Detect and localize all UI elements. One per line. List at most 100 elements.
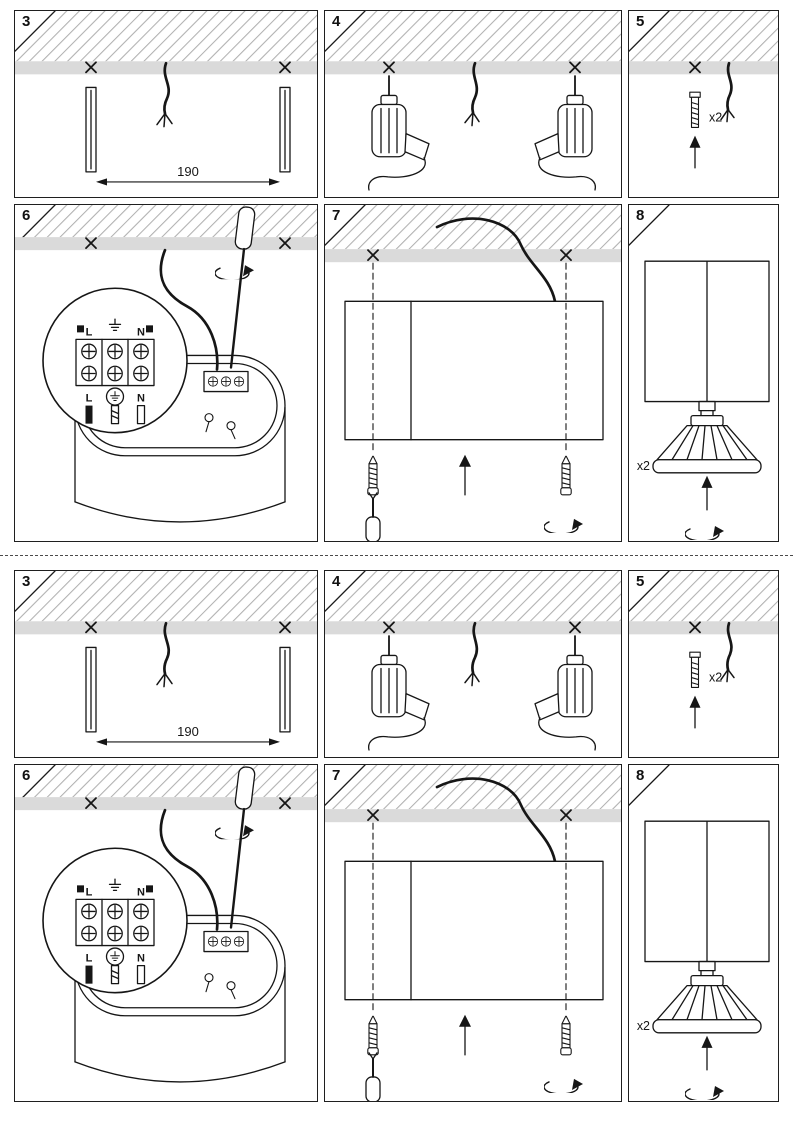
dimension-label: 190 (177, 164, 199, 179)
drill-mark-x-icon (85, 621, 97, 634)
drill-mark-x-icon (367, 809, 379, 822)
drill-icon (367, 75, 430, 191)
ceiling-band (325, 249, 621, 263)
step-6-panel: L N L N (14, 204, 318, 542)
dimension-arrow (96, 738, 280, 746)
power-wire (720, 621, 735, 683)
up-arrow-icon (689, 135, 701, 169)
terminal-label-neutral: N (137, 886, 145, 898)
drill-mark-x-icon (279, 61, 291, 74)
drill-mark-x-icon (383, 621, 395, 634)
screw-icon (226, 421, 236, 440)
up-arrow-icon (459, 454, 471, 496)
lamp-icon (652, 409, 762, 474)
step-7-illustration (325, 765, 621, 1101)
step-number: 7 (332, 207, 341, 224)
rotate-arrow-icon (215, 264, 255, 280)
step-number: 3 (22, 13, 31, 30)
power-wire (464, 621, 480, 687)
step-6-illustration: L N L N (15, 205, 317, 523)
mounting-rail (279, 86, 291, 173)
ceiling-hatch (15, 571, 317, 622)
quantity-label: x2 (637, 459, 650, 473)
terminal-label-neutral: N (137, 953, 145, 965)
screw-icon (367, 455, 379, 496)
drill-mark-x-icon (569, 621, 581, 634)
step-number: 5 (636, 13, 645, 30)
step-5-illustration: x2 (629, 571, 778, 729)
screwdriver-icon (229, 206, 256, 369)
mounting-rail (279, 646, 291, 733)
wire-live (85, 965, 93, 984)
ceiling-hatch (23, 205, 317, 238)
drill-mark-x-icon (569, 61, 581, 74)
quantity-label: x2 (637, 1019, 650, 1033)
step-5-illustration: x2 (629, 11, 778, 169)
drill-mark-x-icon (279, 621, 291, 634)
drill-mark-x-icon (689, 61, 701, 74)
drill-mark-x-icon (279, 797, 291, 810)
rotate-arrow-icon (544, 1078, 584, 1093)
power-wire (435, 777, 557, 863)
power-wire (464, 61, 480, 127)
cut-line (0, 555, 793, 556)
drill-mark-x-icon (383, 61, 395, 74)
drill-mark-x-icon (560, 249, 572, 262)
drill-mark-x-icon (85, 237, 97, 250)
screwdriver-icon (365, 1052, 381, 1101)
screw-icon (204, 413, 214, 433)
up-arrow-icon (689, 695, 701, 729)
instruction-sheet-copy-2: 190 3 (14, 570, 779, 1102)
step-6-panel: L N L N (14, 764, 318, 1102)
step-8-illustration: x2 (629, 765, 770, 1100)
step-7-illustration (325, 205, 621, 541)
step-8-panel: x2 8 (628, 764, 779, 1102)
terminal-block (203, 370, 249, 393)
drill-icon (534, 635, 597, 751)
quantity-label: x2 (709, 111, 722, 125)
ceiling-hatch (325, 765, 621, 810)
drill-mark-x-icon (279, 237, 291, 250)
ceiling-band (15, 237, 317, 251)
up-arrow-icon (701, 1035, 713, 1071)
step-number: 4 (332, 13, 341, 30)
screw-icon (560, 455, 572, 496)
power-wire (159, 248, 219, 371)
power-wire (720, 61, 735, 123)
lamp-icon (652, 969, 762, 1034)
step-5-panel: x2 5 (628, 570, 779, 758)
terminal-label-neutral: N (137, 393, 145, 405)
up-arrow-icon (701, 475, 713, 511)
wire-neutral (136, 404, 146, 425)
wire-neutral (136, 964, 146, 985)
mounting-rail (85, 86, 97, 173)
corner-diagonal (15, 571, 56, 612)
ceiling-hatch (15, 11, 317, 62)
step-4-illustration (325, 11, 621, 191)
wire-earth (110, 404, 120, 425)
corner-diagonal (629, 765, 670, 806)
terminal-label-live: L (86, 886, 93, 898)
terminal-detail-magnifier: L N L N (42, 287, 188, 434)
screw-icon (367, 1015, 379, 1056)
wire-code-swatch (77, 885, 84, 893)
ceiling-band (629, 61, 778, 75)
step-number: 5 (636, 573, 645, 590)
screw-icon (226, 981, 236, 1000)
instruction-sheet-copy-1: 190 3 (14, 10, 779, 542)
wire-earth (110, 964, 120, 985)
step-4-panel: 4 (324, 10, 622, 198)
drill-icon (534, 75, 597, 191)
step-3-panel: 190 3 (14, 10, 318, 198)
terminal-block (203, 930, 249, 953)
up-arrow-icon (459, 1014, 471, 1056)
step-number: 3 (22, 573, 31, 590)
drill-mark-x-icon (367, 249, 379, 262)
wall-anchor-icon (689, 91, 701, 129)
wall-anchor-icon (689, 651, 701, 689)
step-number: 7 (332, 767, 341, 784)
ceiling-hatch (23, 765, 317, 798)
step-3-illustration: 190 (15, 571, 317, 746)
terminal-label-live: L (86, 393, 93, 405)
